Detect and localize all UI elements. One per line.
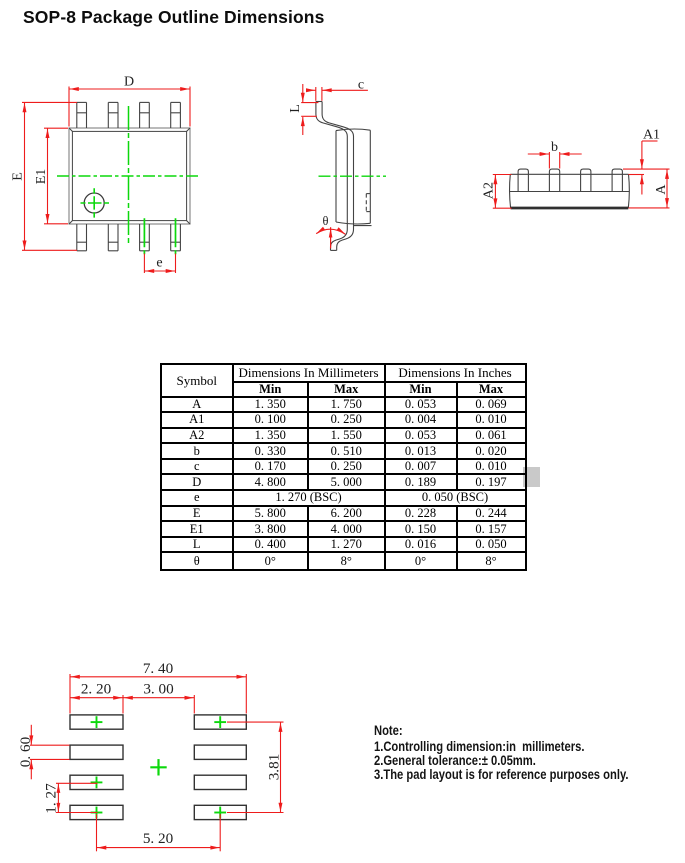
svg-text:3. 00: 3. 00 [143, 680, 174, 697]
svg-text:A1: A1 [643, 128, 660, 143]
svg-text:c: c [358, 78, 364, 93]
svg-text:A: A [654, 184, 669, 195]
svg-text:E1: E1 [34, 169, 49, 185]
svg-text:e: e [156, 256, 162, 271]
svg-text:1. 27: 1. 27 [42, 783, 59, 814]
svg-text:0. 60: 0. 60 [17, 736, 34, 767]
svg-text:D: D [124, 75, 134, 90]
svg-text:θ: θ [323, 214, 329, 228]
svg-text:A2: A2 [482, 182, 497, 199]
svg-text:7. 40: 7. 40 [143, 660, 174, 677]
svg-text:3.81: 3.81 [265, 754, 282, 781]
svg-text:b: b [551, 140, 558, 155]
svg-text:2. 20: 2. 20 [81, 680, 112, 697]
svg-text:5. 20: 5. 20 [143, 830, 174, 847]
svg-text:E: E [10, 172, 25, 181]
svg-text:L: L [288, 104, 303, 113]
